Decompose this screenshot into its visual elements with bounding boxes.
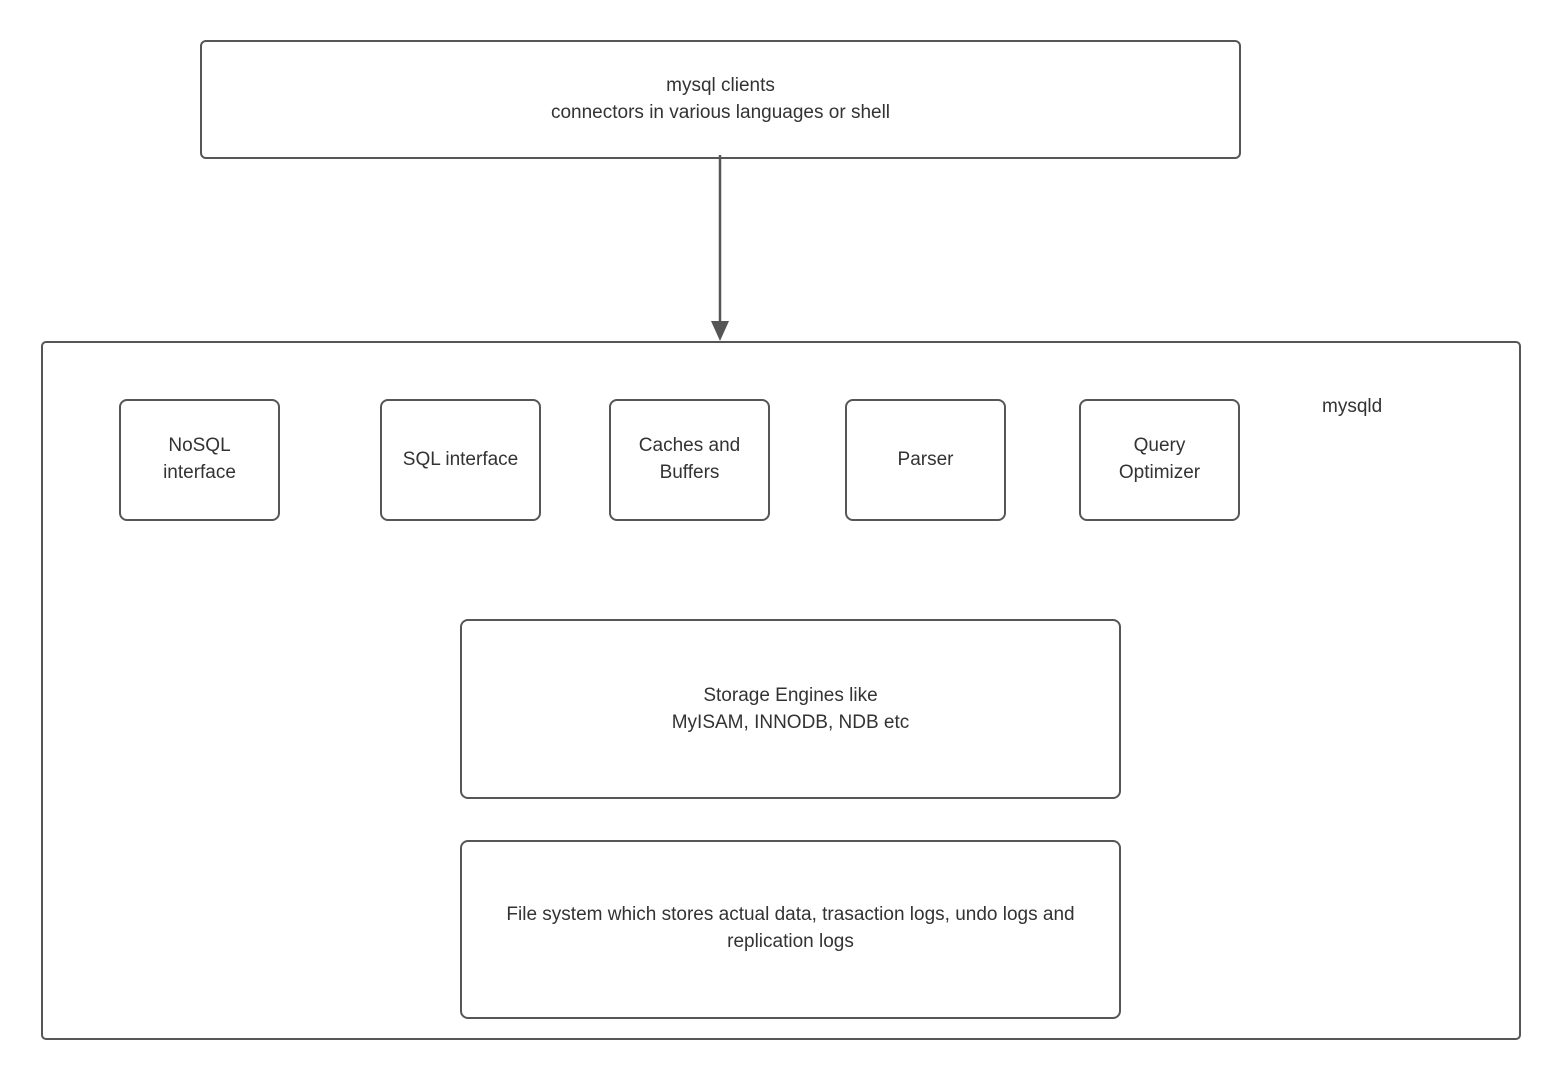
storage-engines-label: Storage Engines like MyISAM, INNODB, NDB… [671, 685, 910, 733]
mysql-clients-label: mysql clients connectors in various lang… [550, 74, 891, 123]
caches-and-buffers-label: Caches and Buffers [638, 435, 741, 483]
caches-and-buffers-box[interactable]: Caches and Buffers [609, 399, 770, 521]
parser-label: Parser [897, 448, 954, 470]
mysql-clients-box[interactable]: mysql clients connectors in various lang… [200, 40, 1241, 159]
file-system-label: File system which stores actual data, tr… [506, 904, 1075, 952]
nosql-interface-box[interactable]: NoSQL interface [119, 399, 280, 521]
storage-engines-box[interactable]: Storage Engines like MyISAM, INNODB, NDB… [460, 619, 1121, 799]
query-optimizer-label: Query Optimizer [1118, 435, 1201, 483]
nosql-interface-label: NoSQL interface [163, 435, 236, 483]
query-optimizer-box[interactable]: Query Optimizer [1079, 399, 1240, 521]
mysqld-caption-label: mysqld [1322, 396, 1383, 417]
sql-interface-label: SQL interface [402, 448, 519, 470]
sql-interface-box[interactable]: SQL interface [380, 399, 541, 521]
file-system-box[interactable]: File system which stores actual data, tr… [460, 840, 1121, 1019]
clients-to-mysqld-arrow [711, 155, 729, 341]
parser-box[interactable]: Parser [845, 399, 1006, 521]
